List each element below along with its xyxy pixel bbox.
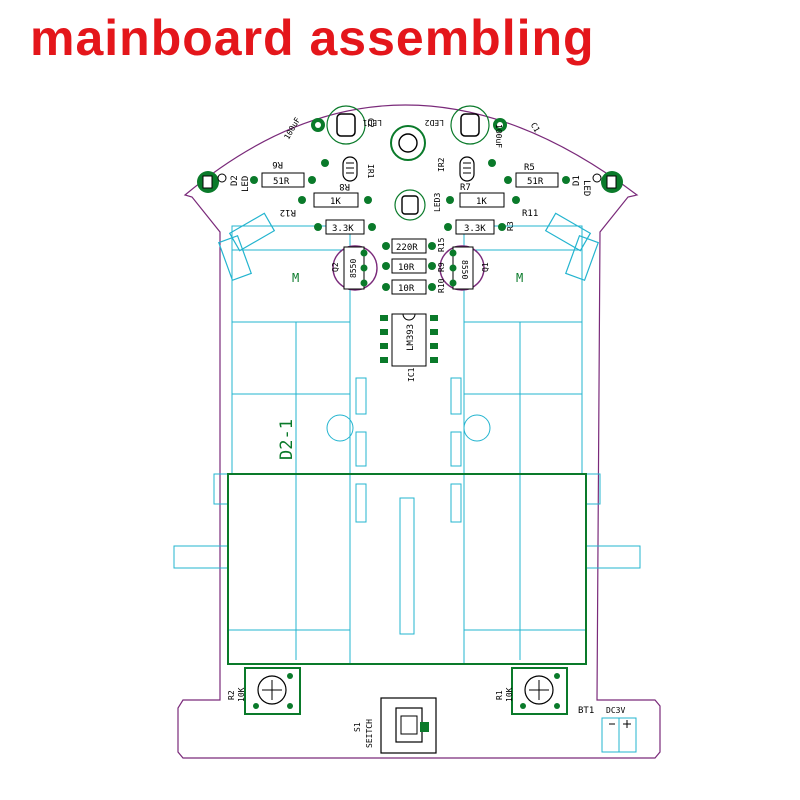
resistor-r15	[382, 238, 436, 254]
board-outline	[177, 104, 661, 759]
resistor-r10	[382, 279, 436, 295]
capacitor-c1	[450, 105, 507, 145]
transistor-q2	[332, 245, 378, 291]
led3	[394, 189, 426, 221]
motor-left-outline	[173, 225, 354, 665]
battery-holder-outline	[227, 473, 587, 665]
value-r11: 3.3K	[464, 224, 486, 234]
label-d2-1: D2-1	[277, 419, 297, 460]
motor-mount-slots	[355, 377, 462, 635]
value-r10: 10R	[398, 284, 415, 294]
label-r11: R11	[522, 209, 538, 219]
label-r8: R8	[339, 181, 350, 191]
label-r7: R7	[460, 183, 471, 193]
ic-lm393	[380, 313, 438, 367]
label-d1-led: LED	[581, 180, 591, 196]
value-r1: 10K	[505, 687, 514, 702]
led-d1	[592, 171, 623, 193]
value-r15: 220R	[396, 243, 418, 253]
resistor-r11	[444, 219, 506, 235]
label-led-right: LED2	[425, 118, 444, 127]
label-motor-right: M	[516, 271, 523, 285]
label-ir-left: IR1	[366, 164, 375, 179]
value-r8: 1K	[330, 197, 341, 207]
transistor-q1	[439, 245, 485, 291]
type-q1: 8550	[460, 260, 469, 279]
photoresistor-right	[544, 212, 600, 281]
resistor-r5	[504, 172, 570, 188]
resistor-r12	[314, 219, 376, 235]
label-d1: D1	[572, 175, 582, 186]
label-led-left: LED1	[363, 118, 382, 127]
value-c1: 100uF	[494, 124, 503, 148]
label-s1: S1	[353, 722, 362, 732]
label-r1: R1	[495, 690, 504, 700]
switch-s1	[380, 697, 437, 754]
resistor-r7	[446, 192, 520, 208]
capacitor-c2	[311, 105, 366, 145]
motor-right-outline	[463, 225, 641, 665]
label-r2: R2	[227, 690, 236, 700]
potentiometer-r1	[511, 667, 568, 715]
value-bt1: DC3V	[606, 706, 625, 715]
label-r15: R15	[437, 237, 446, 252]
resistor-r6	[250, 172, 316, 188]
potentiometer-r2	[244, 667, 301, 715]
label-r6: R6	[272, 159, 283, 169]
label-d2-led: LED	[241, 176, 251, 192]
value-s1: SEITCH	[365, 719, 374, 748]
label-r12: R12	[280, 207, 296, 217]
label-bt1: BT1	[578, 706, 594, 716]
ir-emitter-right	[459, 156, 496, 182]
value-r9: 10R	[398, 263, 415, 273]
value-r12: 3.3K	[332, 224, 354, 234]
label-r5: R5	[524, 163, 535, 173]
label-q1: Q1	[481, 262, 490, 272]
center-mount-hole	[390, 125, 426, 161]
resistor-r8	[298, 192, 372, 208]
resistor-r9	[382, 258, 436, 274]
label-c2: C2	[366, 118, 375, 128]
type-q2: 8550	[349, 259, 358, 278]
label-ic1: IC1	[407, 367, 416, 382]
value-r7: 1K	[476, 197, 487, 207]
battery-terminal-bt1	[601, 717, 637, 753]
label-ir-right: IR2	[437, 157, 446, 172]
label-r10: R10	[437, 278, 446, 293]
ir-emitter-left	[321, 156, 358, 182]
led-d2	[197, 171, 227, 193]
value-r5: 51R	[527, 177, 544, 187]
label-d2: D2	[230, 175, 240, 186]
value-c2: 100uF	[282, 116, 302, 142]
page-title: mainboard assembling	[30, 10, 595, 66]
label-r9: R9	[437, 262, 446, 272]
label-c1: C1	[529, 121, 542, 134]
label-q2: Q2	[331, 262, 340, 272]
photoresistor-left	[217, 212, 276, 281]
label-r3: R3	[506, 221, 515, 231]
label-led3: LED3	[433, 193, 442, 212]
value-r2: 10K	[237, 687, 246, 702]
label-motor-left: M	[292, 271, 299, 285]
label-ic: LM393	[406, 324, 416, 351]
value-r6: 51R	[273, 177, 290, 187]
